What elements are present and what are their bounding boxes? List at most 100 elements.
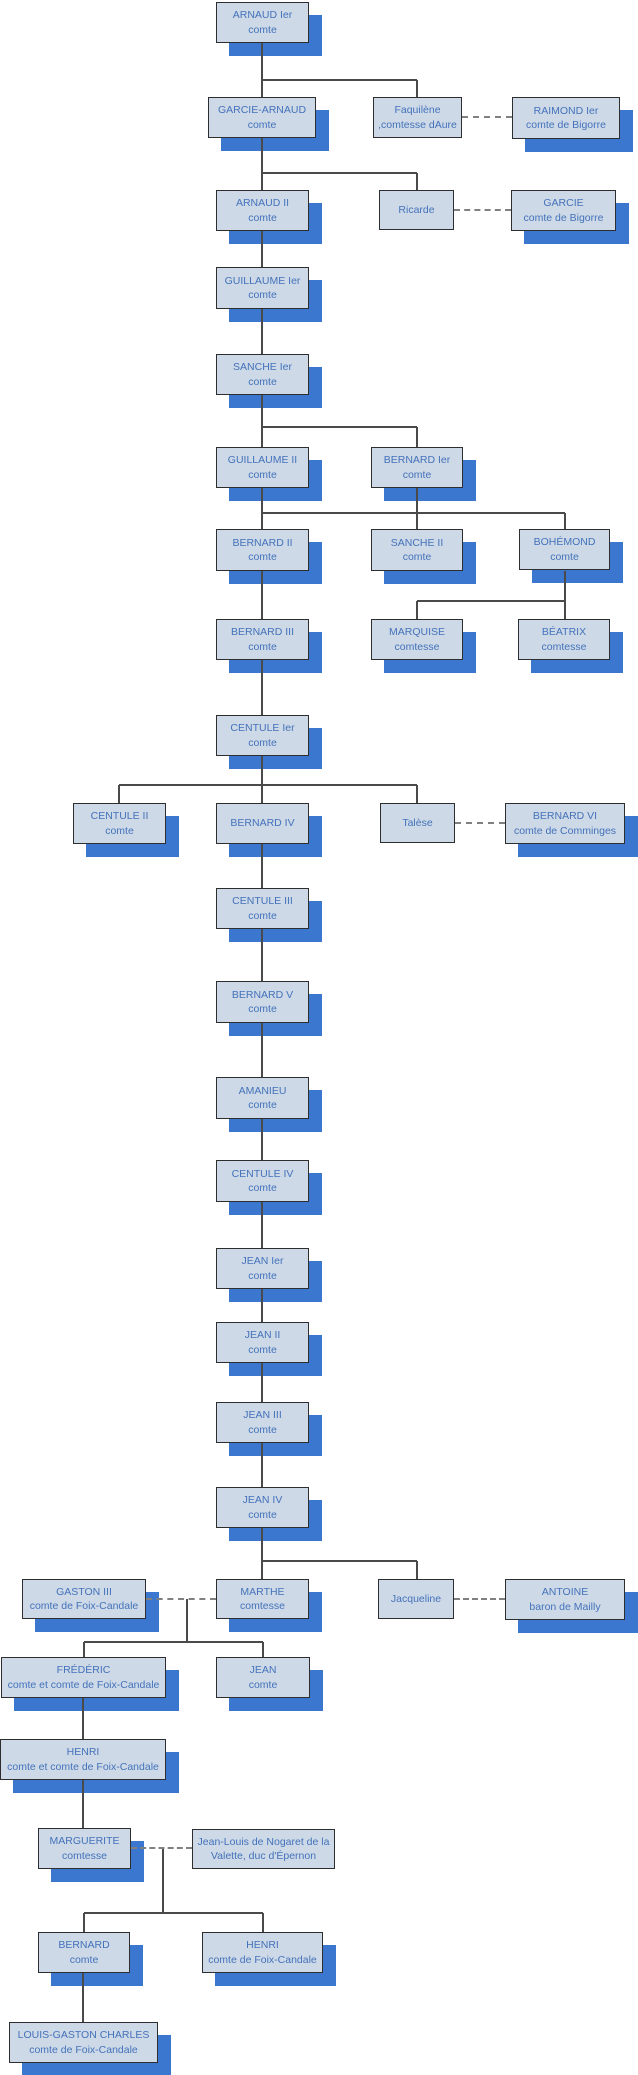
- connector-line: [261, 1202, 263, 1248]
- person-name: AMANIEU: [238, 1084, 287, 1097]
- connector-line: [417, 600, 565, 602]
- connector-line: [261, 309, 263, 354]
- connector-line: [83, 1642, 85, 1657]
- person-box-louis-gaston: LOUIS-GASTON CHARLES comte de Foix-Candal…: [9, 2022, 158, 2063]
- person-name: Ricarde: [398, 203, 435, 216]
- person-name: GUILLAUME Ier: [224, 274, 301, 287]
- person-name: GASTON III: [56, 1585, 112, 1598]
- connector-line: [261, 844, 263, 888]
- person-title: comte: [402, 468, 432, 481]
- connector-line: [261, 138, 263, 190]
- person-title: comtesse: [394, 640, 440, 653]
- person-title: comte et comte de Foix-Candale: [7, 1678, 160, 1691]
- connector-line: [83, 1913, 85, 1932]
- person-name: BERNARD II: [232, 536, 293, 549]
- person-name: Jacqueline: [390, 1592, 442, 1605]
- person-name: BOHÉMOND: [533, 536, 596, 548]
- person-title: comte: [248, 1003, 277, 1015]
- person-title: comte: [248, 23, 277, 36]
- connector-line: [119, 784, 417, 786]
- connector-line: [416, 173, 418, 190]
- connector-line: [261, 1528, 263, 1579]
- connector-line: [262, 1560, 417, 1562]
- connector-line: [261, 1119, 263, 1160]
- person-name: JEAN Ier: [241, 1255, 284, 1267]
- person-title: comte: [402, 551, 432, 563]
- person-name: ANTOINE: [541, 1586, 589, 1598]
- connector-line: [162, 1848, 164, 1913]
- person-name: Faquilène: [394, 104, 441, 116]
- person-box-henri-2: HENRI comte de Foix-Candale: [202, 1932, 323, 1973]
- connector-line: [416, 601, 418, 619]
- marriage-dashed-line: [454, 1598, 505, 1600]
- connector-line: [261, 488, 263, 529]
- person-name: Talèse: [402, 816, 433, 829]
- person-name: ARNAUD Ier: [232, 9, 293, 21]
- person-title: comte: [248, 736, 277, 749]
- person-name: RAIMOND Ier: [533, 104, 599, 117]
- connector-line: [262, 426, 417, 428]
- person-box-amanieu: AMANIEU comte: [216, 1077, 309, 1119]
- person-title: comte de Foix-Candale: [29, 1600, 139, 1612]
- connector-line: [261, 1363, 263, 1402]
- connector-line: [416, 1561, 418, 1579]
- connector-line: [118, 785, 120, 803]
- connector-line: [262, 79, 417, 81]
- person-name: GARCIE-ARNAUD: [217, 104, 307, 116]
- person-name: HENRI: [246, 1939, 279, 1951]
- person-name: SANCHE II: [390, 536, 444, 549]
- person-title: comte: [105, 824, 134, 837]
- person-box-faquilene: Faquilène,comtesse dAure: [373, 97, 462, 138]
- marriage-dashed-line: [462, 116, 512, 118]
- person-title: comte: [248, 1678, 278, 1691]
- person-name: MARQUISE: [388, 626, 445, 638]
- person-name: BERNARD: [58, 1939, 110, 1951]
- person-name: CENTULE III: [232, 895, 293, 907]
- connector-line: [82, 1973, 84, 2022]
- connector-line: [261, 1443, 263, 1487]
- person-title: comte: [248, 211, 277, 224]
- connector-line: [416, 785, 418, 803]
- person-name: CENTULE Ier: [230, 722, 295, 734]
- person-name: BERNARD V: [231, 988, 294, 1001]
- connector-line: [416, 80, 418, 97]
- person-box-sanche-2: SANCHE II comte: [371, 529, 463, 571]
- person-box-talese: Talèse: [380, 803, 455, 843]
- person-box-bernard-5: BERNARD V comte: [216, 981, 309, 1023]
- person-title: comte de Foix-Candale: [208, 1953, 317, 1966]
- person-title: comte: [248, 468, 277, 481]
- connector-line: [262, 1913, 264, 1932]
- connector-line: [82, 1780, 84, 1828]
- person-name: LOUIS-GASTON CHARLES: [17, 2029, 150, 2041]
- connector-line: [262, 512, 565, 514]
- person-title: comte: [248, 1343, 277, 1356]
- person-box-arnaud-1: ARNAUD Ier comte: [216, 2, 309, 43]
- person-box-jacqueline: Jacqueline: [378, 1579, 454, 1619]
- person-name: BÉATRIX: [541, 626, 587, 638]
- person-box-ricarde: Ricarde: [379, 190, 454, 230]
- person-title: comte de Foix-Candale: [29, 2043, 138, 2056]
- person-title: comte de Bigorre: [526, 119, 606, 131]
- person-name: Jean-Louis de Nogaret de la: [197, 1835, 330, 1848]
- person-title: comte: [248, 1099, 277, 1111]
- person-title: baron de Mailly: [529, 1600, 601, 1613]
- person-box-gaston-3: GASTON III comte de Foix-Candale: [22, 1579, 146, 1619]
